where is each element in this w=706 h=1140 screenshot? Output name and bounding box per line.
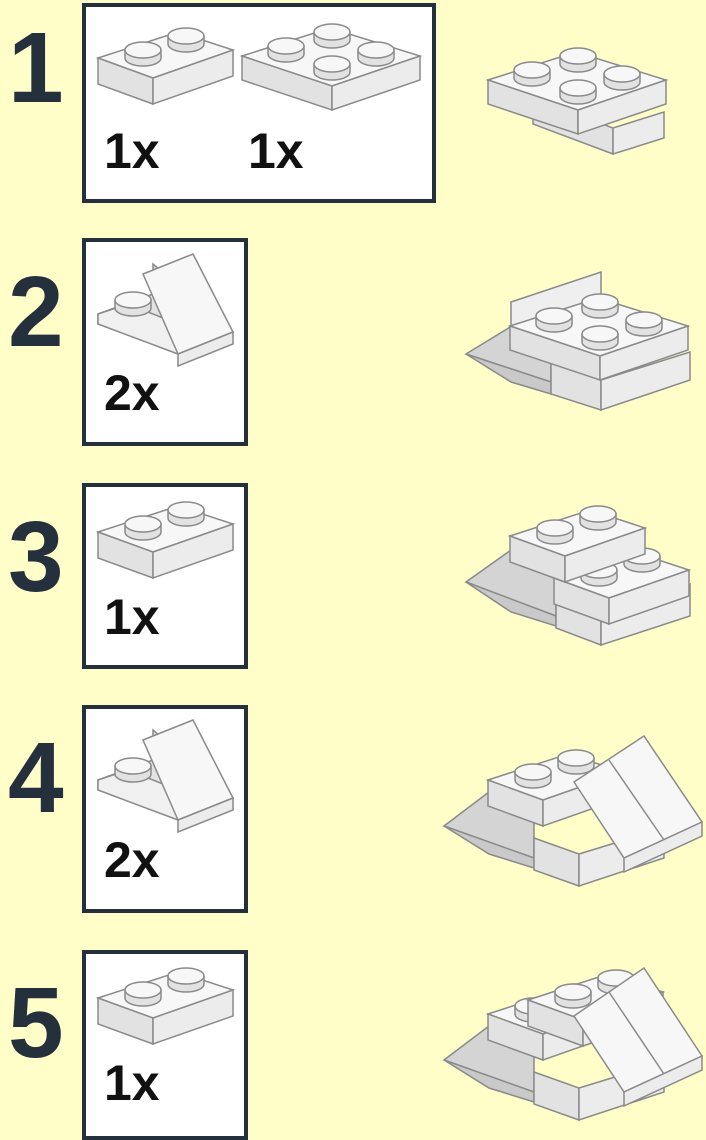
part-quantity: 1x bbox=[104, 126, 160, 176]
step-number: 1 bbox=[8, 18, 64, 118]
step-number: 5 bbox=[8, 973, 64, 1073]
brick-1x2-icon bbox=[98, 22, 238, 112]
assembly-step-2-icon bbox=[466, 272, 696, 417]
assembly-step-3-icon bbox=[466, 500, 696, 650]
part-quantity: 1x bbox=[248, 126, 304, 176]
slope-brick-icon bbox=[98, 720, 238, 835]
step-number: 3 bbox=[8, 507, 64, 607]
assembly-step-4-icon bbox=[444, 732, 706, 890]
plate-2x2-icon bbox=[242, 14, 424, 114]
part-quantity: 1x bbox=[104, 1058, 160, 1108]
assembly-step-1-icon bbox=[488, 38, 670, 166]
brick-1x2-icon bbox=[98, 496, 238, 586]
assembly-step-5-icon bbox=[444, 964, 706, 1124]
slope-brick-icon bbox=[98, 254, 238, 369]
part-quantity: 2x bbox=[104, 368, 160, 418]
part-quantity: 2x bbox=[104, 835, 160, 885]
step-number: 4 bbox=[8, 728, 64, 828]
step-number: 2 bbox=[8, 262, 64, 362]
part-quantity: 1x bbox=[104, 592, 160, 642]
brick-1x2-icon bbox=[98, 962, 238, 1052]
